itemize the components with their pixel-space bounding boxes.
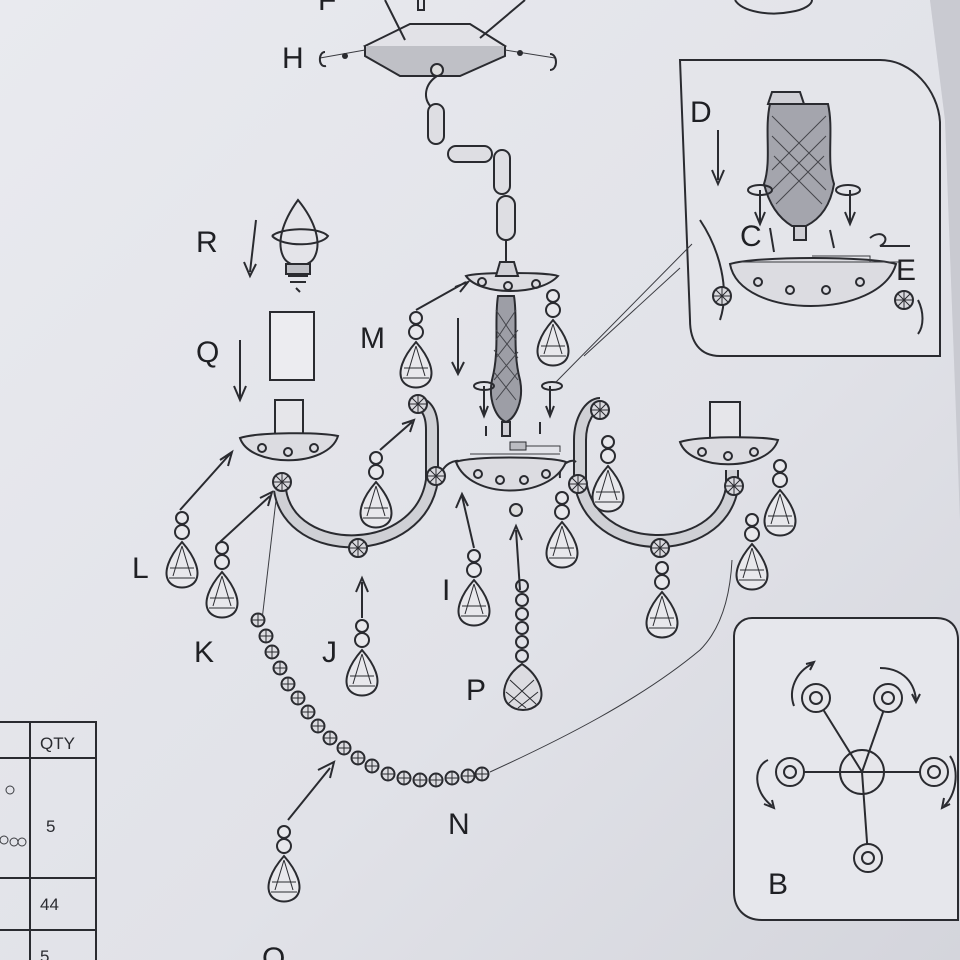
pointer-lines [179,418,523,821]
rosette [568,474,588,494]
label-d: D [690,96,712,129]
rosette [590,400,610,420]
center-bowl [454,441,568,492]
parts-table [0,721,97,960]
rosette [650,538,670,558]
label-n: N [448,808,470,841]
detail-inset-column [555,59,941,383]
candle-sleeve-q [233,311,315,403]
center-column [464,261,560,437]
ceiling-canopy [362,0,526,77]
rotate-arrow-icon [756,759,776,810]
label-k: K [194,636,214,669]
table-cell-qty: 5 [46,817,55,836]
label-r: R [196,226,218,259]
label-l: L [132,552,149,585]
label-o: O [262,942,285,960]
column-arrows [451,318,563,436]
rosette [408,394,428,414]
rosette [348,538,368,558]
rotate-arrow-icon [791,660,816,707]
rotate-arrow-icon [879,667,921,705]
rosette [426,466,446,486]
top-detail-fragment [734,0,813,15]
label-q: Q [196,336,219,369]
bulb-icon [243,198,330,293]
chain [425,75,516,262]
label-c: C [740,220,762,253]
label-h: H [282,42,304,75]
detail-inset-arms-b [733,617,959,921]
label-i: I [442,574,450,607]
label-e: E [896,254,916,287]
label-m: M [360,322,385,355]
table-cell-qty: 44 [40,895,59,914]
rosette [272,472,292,492]
bead-garland-n [250,559,733,788]
table-cell-qty: 5 [40,947,49,960]
hook-screws-h [318,49,557,71]
label-b: B [768,868,788,901]
label-f: F [318,0,336,17]
label-j: J [322,636,337,669]
table-header-qty: QTY [40,734,75,753]
rotate-arrow-icon [940,755,957,810]
pointer-m [415,279,472,311]
label-p: P [466,674,486,707]
crystal-ball-p [503,503,543,711]
left-candle-cup [238,399,340,462]
paper-edge-shadow [930,0,960,520]
right-candle-cup [678,401,780,466]
rosette [724,476,744,496]
